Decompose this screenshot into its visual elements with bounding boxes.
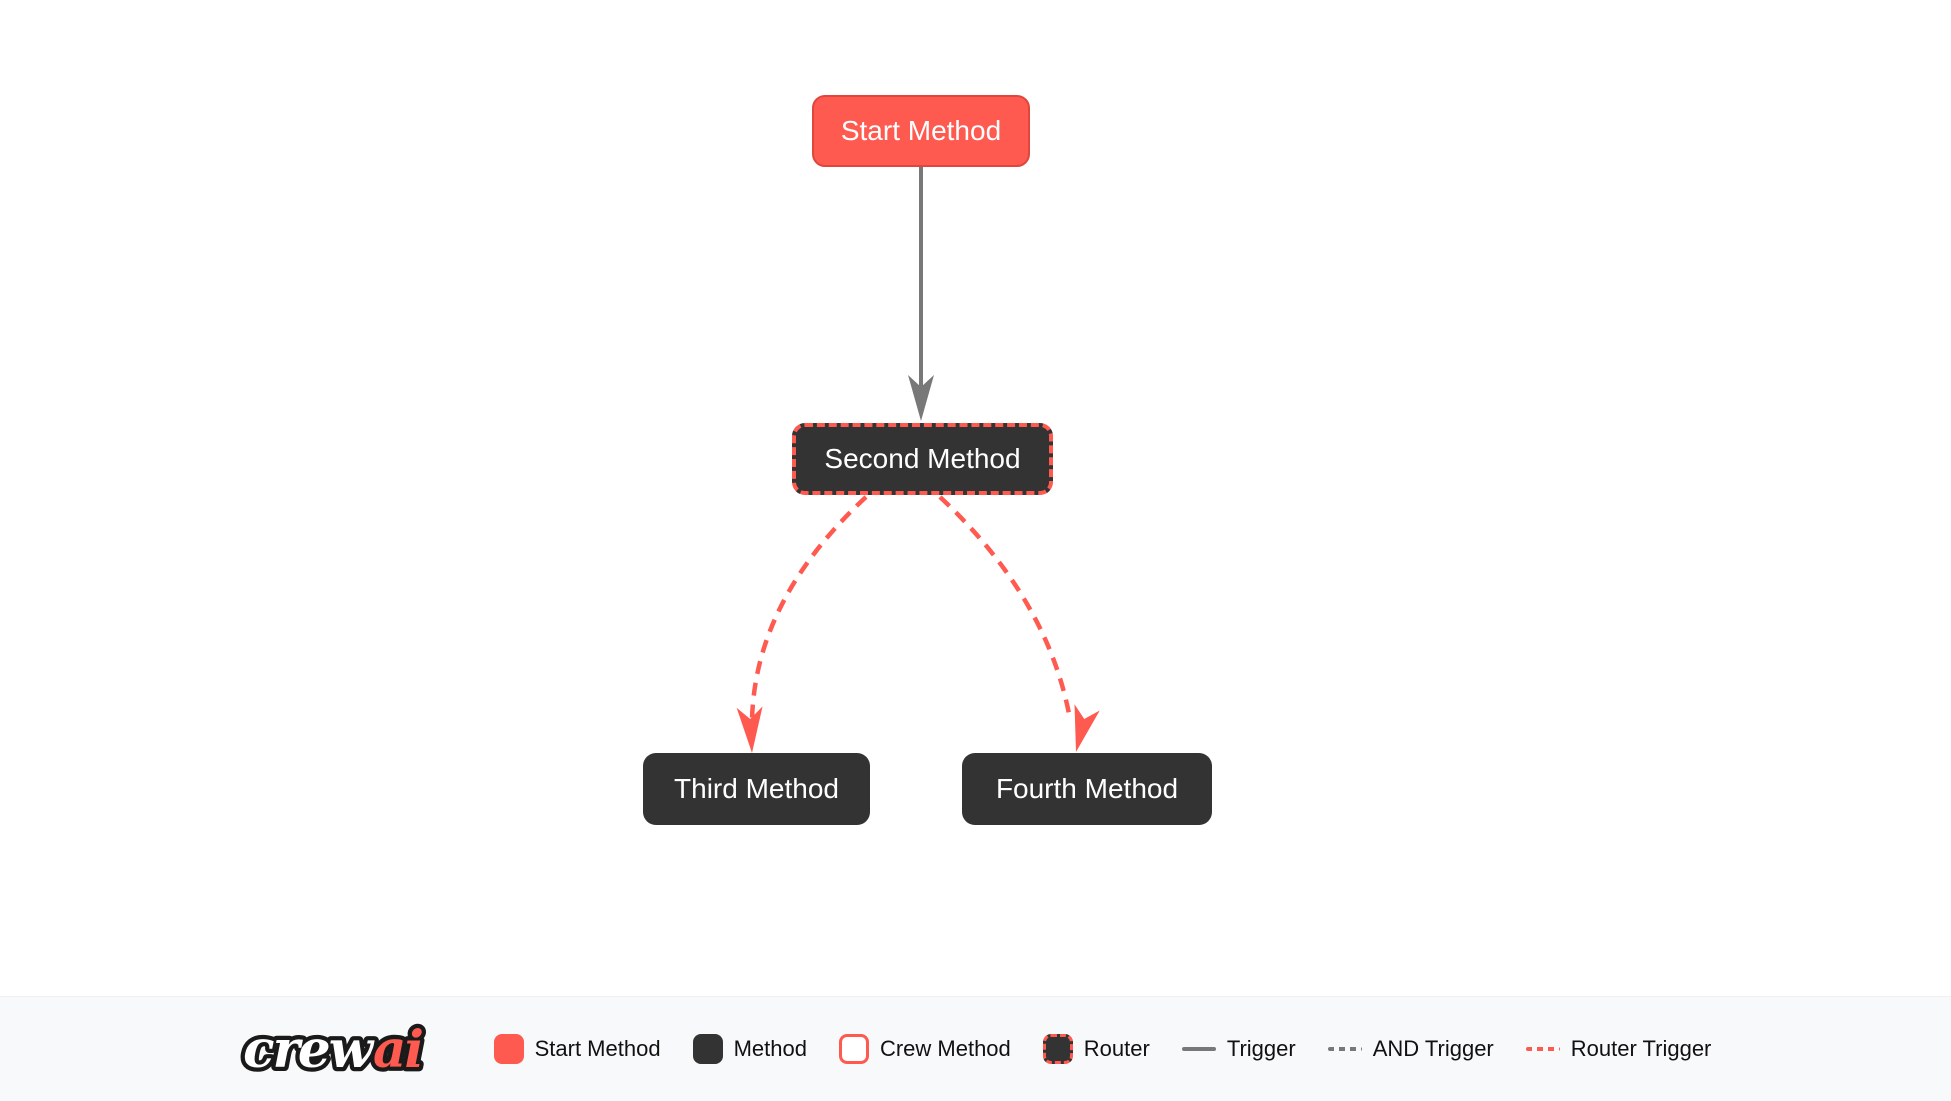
trigger-line-swatch <box>1181 1047 1216 1051</box>
node-second-method-router[interactable]: Second Method <box>792 423 1053 495</box>
start-method-swatch <box>493 1034 524 1064</box>
and-trigger-line-swatch <box>1327 1047 1362 1051</box>
node-label: Start Method <box>840 115 1002 146</box>
legend-item-crew-method: Crew Method <box>838 1034 1011 1064</box>
legend-label: Start Method <box>534 1036 661 1061</box>
legend-item-start-method: Start Method <box>493 1034 661 1064</box>
node-fourth-method[interactable]: Fourth Method <box>962 753 1212 825</box>
legend-label: Crew Method <box>879 1036 1011 1061</box>
edge-trigger-start-to-second <box>908 167 934 421</box>
legend-item-and-trigger: AND Trigger <box>1327 1036 1494 1062</box>
edge-router-trigger-second-to-third <box>736 495 868 753</box>
edge-router-trigger-second-to-fourth <box>938 495 1100 752</box>
arrowhead-red <box>736 706 763 753</box>
method-swatch <box>692 1034 723 1064</box>
legend-label: AND Trigger <box>1372 1036 1494 1061</box>
arrowhead-red <box>1074 704 1100 752</box>
legend-label: Trigger <box>1226 1036 1296 1061</box>
crew-method-swatch <box>838 1034 869 1064</box>
node-label: Second Method <box>824 443 1021 474</box>
node-third-method[interactable]: Third Method <box>643 753 870 825</box>
node-start-method[interactable]: Start Method <box>812 95 1030 167</box>
legend-item-trigger: Trigger <box>1181 1036 1296 1062</box>
crewai-logo: crew ai <box>240 1016 429 1085</box>
legend-item-router-trigger: Router Trigger <box>1525 1036 1712 1062</box>
legend-item-method: Method <box>692 1034 807 1064</box>
node-label: Fourth Method <box>995 773 1179 804</box>
legend-label: Router Trigger <box>1570 1036 1712 1061</box>
legend-label: Router <box>1083 1036 1150 1061</box>
node-label: Third Method <box>674 773 839 804</box>
legend-item-router: Router <box>1042 1034 1150 1064</box>
arrowhead-gray <box>908 375 934 421</box>
logo-text-crew: crew <box>243 1020 375 1080</box>
router-swatch <box>1042 1034 1073 1064</box>
logo-text-ai: ai <box>373 1020 422 1080</box>
legend-label: Method <box>733 1036 807 1061</box>
legend-bar: crew ai Start Method Method Crew Method … <box>0 996 1951 1101</box>
router-trigger-line-swatch <box>1525 1047 1560 1051</box>
